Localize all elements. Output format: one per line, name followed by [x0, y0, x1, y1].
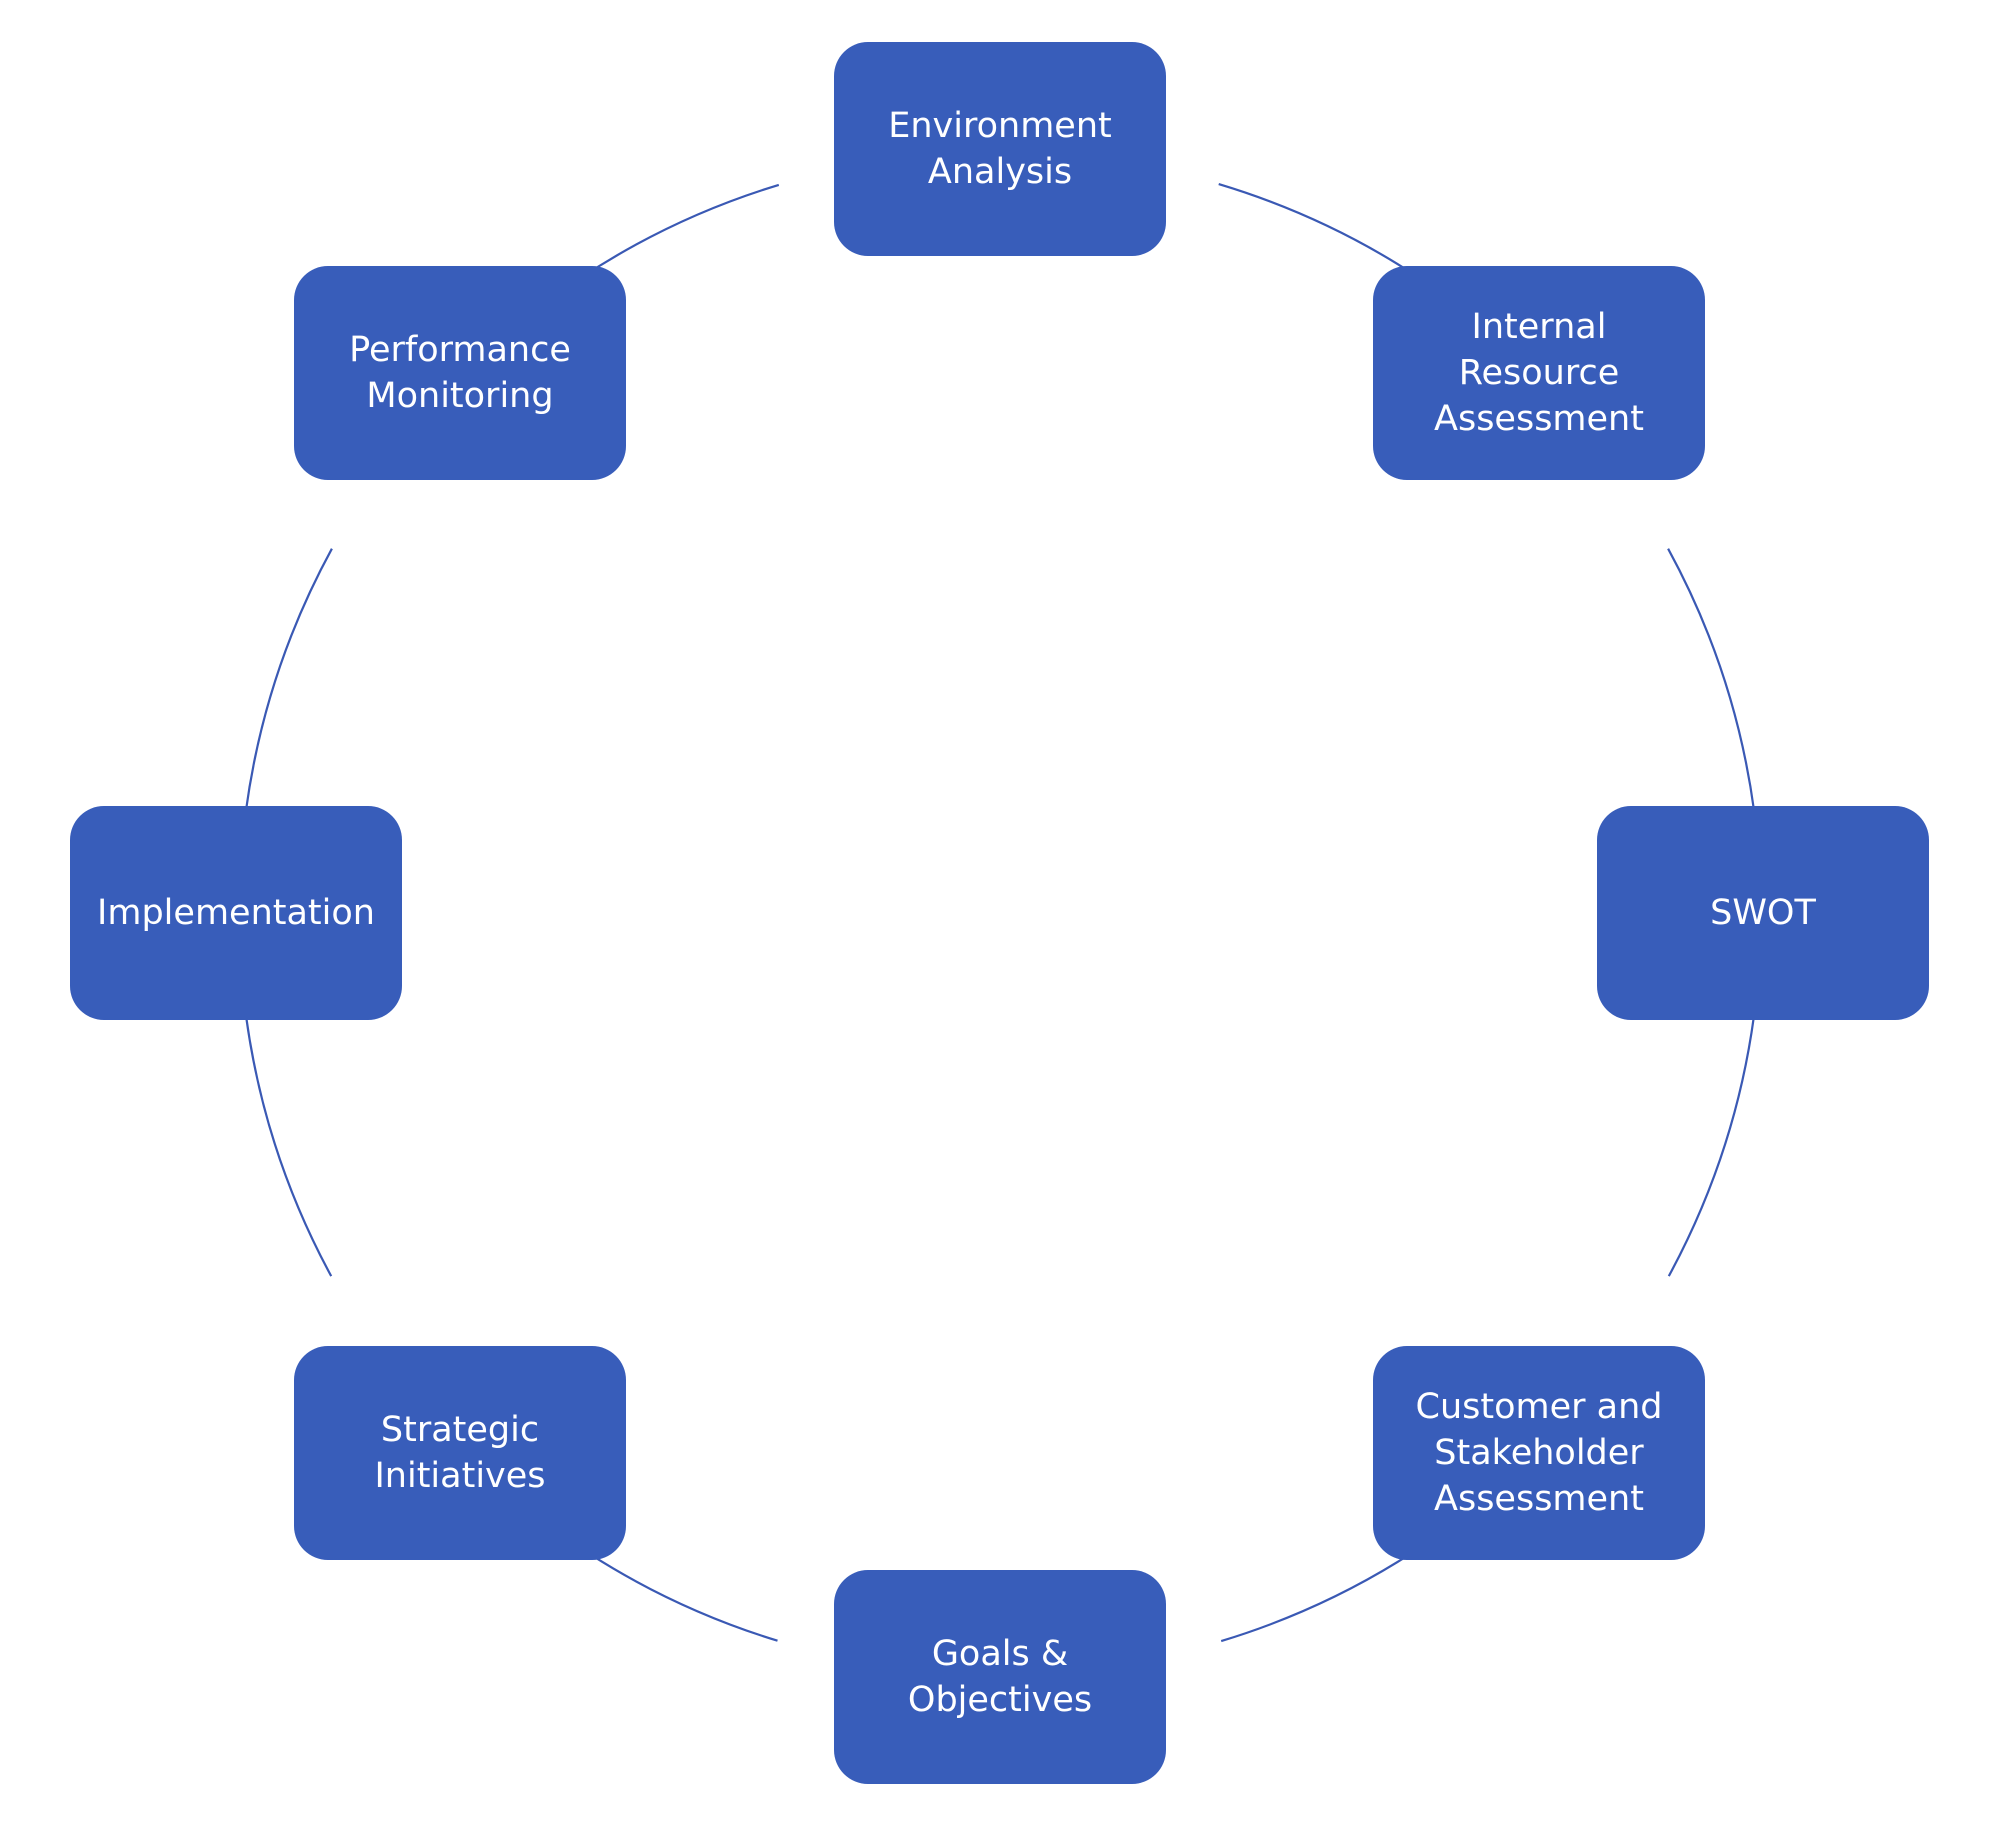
- node-environment-analysis: Environment Analysis: [834, 42, 1166, 256]
- node-label: SWOT: [1710, 892, 1816, 933]
- node-implementation: Implementation: [70, 806, 402, 1020]
- node-label: Internal Resource Assessment: [1434, 306, 1644, 440]
- node-label: Implementation: [97, 892, 375, 933]
- node-label: Strategic Initiatives: [374, 1409, 546, 1496]
- node-swot: SWOT: [1597, 806, 1929, 1020]
- node-label: Environment Analysis: [888, 105, 1112, 192]
- node-goals-and-objectives: Goals & Objectives: [834, 1570, 1166, 1784]
- node-label: Goals & Objectives: [907, 1633, 1093, 1720]
- connector-arc-7: [244, 548, 333, 812]
- node-label: Customer and Stakeholder Assessment: [1415, 1386, 1663, 1520]
- connector-arc-2: [1667, 548, 1756, 812]
- node-strategic-initiatives: Strategic Initiatives: [294, 1346, 626, 1560]
- connector-arc-6: [244, 1014, 333, 1277]
- connector-arc-3: [1667, 1014, 1756, 1277]
- node-label: Performance Monitoring: [349, 329, 571, 416]
- node-customer-and-stakeholder-assessment: Customer and Stakeholder Assessment: [1373, 1346, 1705, 1560]
- node-internal-resource-assessment: Internal Resource Assessment: [1373, 266, 1705, 480]
- node-performance-monitoring: Performance Monitoring: [294, 266, 626, 480]
